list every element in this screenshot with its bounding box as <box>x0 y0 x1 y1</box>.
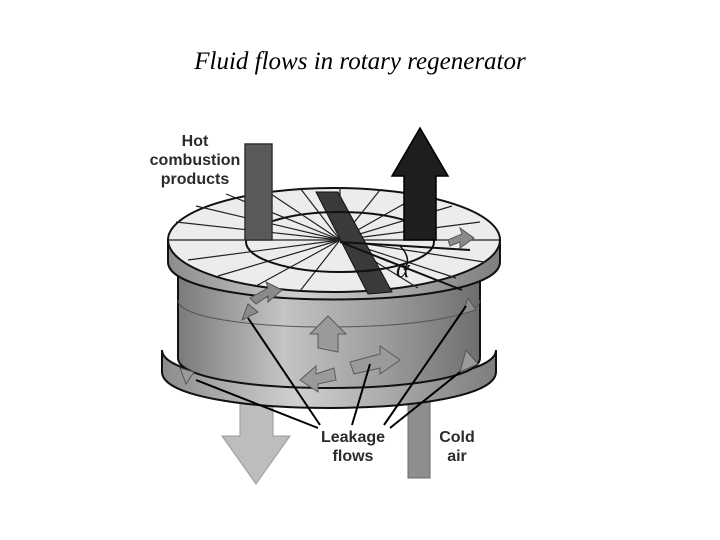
angle-alpha-symbol: α <box>396 254 410 283</box>
heated-air-outflow-arrow <box>390 126 450 241</box>
cold-air-label-line: Cold <box>439 429 475 446</box>
hot-combustion-label-line: combustion <box>149 152 241 169</box>
cold-air-label: Cold air <box>432 428 482 466</box>
leakage-flows-label-line: flows <box>332 448 374 465</box>
hot-combustion-inflow-arrow <box>244 143 273 241</box>
leakage-flows-label-line: Leakage <box>320 429 386 446</box>
leakage-pointer-lines <box>195 305 467 429</box>
internal-flow-arrows <box>179 226 479 393</box>
leakage-flows-label: Leakage flows <box>308 428 398 466</box>
slide-title: Fluid flows in rotary regenerator <box>194 48 526 75</box>
hot-combustion-label: Hot combustion products <box>140 132 250 189</box>
hot-combustion-label-line: Hot <box>181 133 209 150</box>
hot-combustion-label-line: products <box>160 171 230 188</box>
cold-air-label-line: air <box>447 448 467 465</box>
